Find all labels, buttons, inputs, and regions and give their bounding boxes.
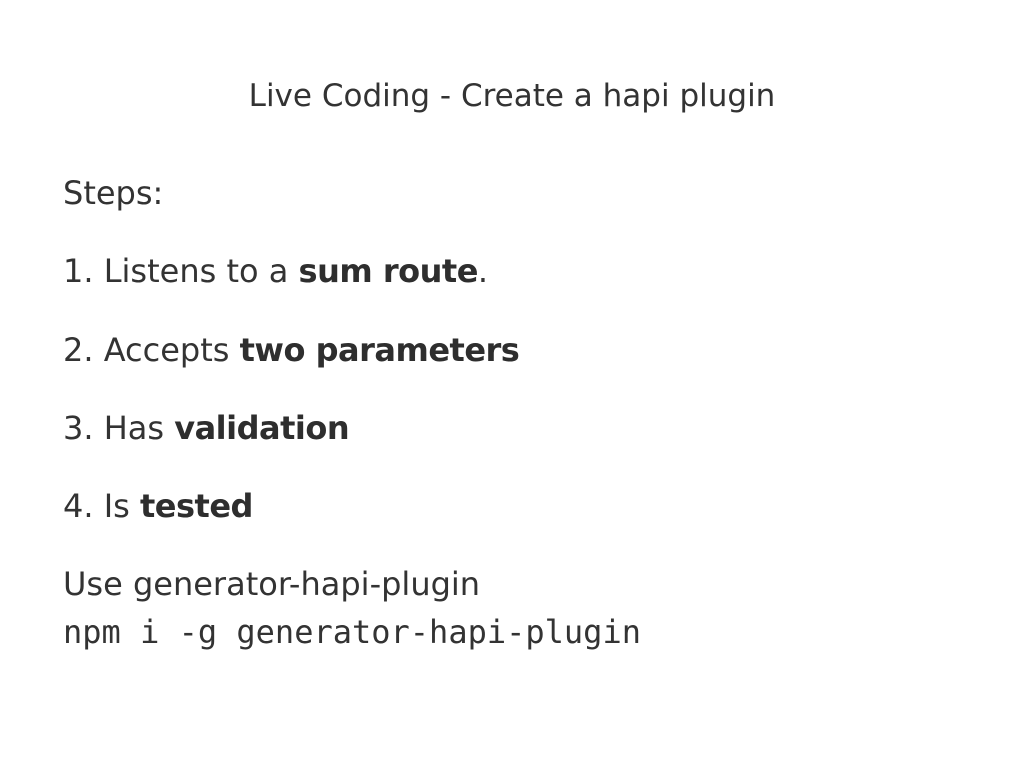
step-emphasis: two parameters <box>239 331 520 369</box>
use-generator-text: Use generator-hapi-plugin <box>63 565 481 603</box>
step-text: 1. Listens to a <box>63 252 299 290</box>
step-emphasis: validation <box>174 409 350 447</box>
step-item-2: 2. Accepts two parameters <box>63 328 520 372</box>
step-item-3: 3. Has validation <box>63 406 350 450</box>
step-item-4: 4. Is tested <box>63 484 253 528</box>
step-suffix: . <box>477 252 489 290</box>
step-emphasis: tested <box>139 487 253 525</box>
slide-title: Live Coding - Create a hapi plugin <box>248 78 776 114</box>
step-emphasis: sum route <box>298 252 479 290</box>
step-text: 2. Accepts <box>63 331 240 369</box>
step-text: 4. Is <box>63 487 140 525</box>
steps-label: Steps: <box>63 174 164 212</box>
step-item-1: 1. Listens to a sum route. <box>63 249 488 293</box>
step-text: 3. Has <box>63 409 175 447</box>
install-command-code: npm i -g generator-hapi-plugin <box>63 613 641 651</box>
